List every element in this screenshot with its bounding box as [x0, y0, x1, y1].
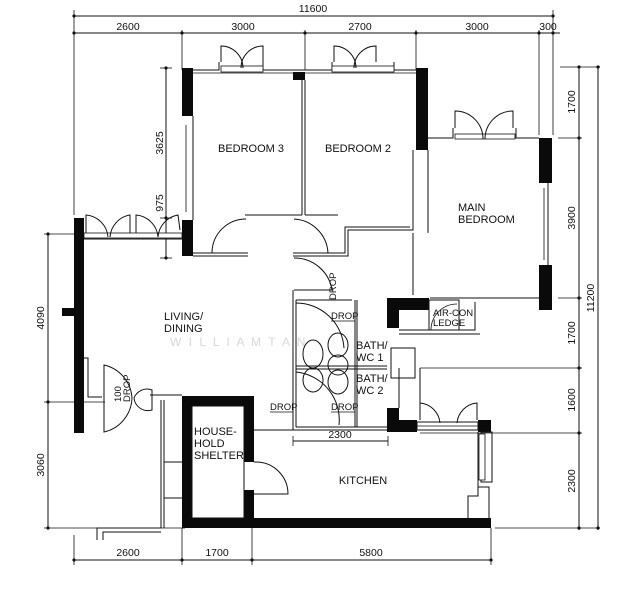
windows	[83, 65, 516, 481]
room-bath-1-line1: BATH/	[356, 340, 389, 352]
room-bath-1-line2: WC 1	[356, 352, 384, 364]
dim-left-3: 4090	[35, 306, 47, 330]
drop-label-bath-2: DROP	[331, 402, 358, 413]
partition-walls	[84, 62, 549, 540]
structural-walls	[62, 68, 552, 528]
dim-internal-bath: 2300	[328, 429, 352, 441]
room-shelter-line3: SHELTER	[194, 450, 244, 462]
room-bath-2-line1: BATH/	[356, 373, 389, 385]
room-aircon-ledge-line2: LEDGE	[433, 318, 465, 329]
room-bath-2-line2: WC 2	[356, 385, 384, 397]
sanitary-fixtures	[302, 332, 349, 395]
dim-top-5: 300	[539, 21, 557, 33]
dim-right-3: 1700	[566, 321, 578, 345]
dim-right-1: 1700	[566, 90, 578, 114]
watermark: W I L L I A M T A N	[170, 335, 307, 349]
dim-right-2: 3900	[566, 206, 578, 230]
dim-right-5: 2300	[566, 469, 578, 493]
room-bedroom-2: BEDROOM 2	[325, 143, 391, 155]
room-main-bedroom-line2: BEDROOM	[458, 214, 515, 226]
dim-top-3: 2700	[348, 21, 372, 33]
dim-top-2: 3000	[231, 21, 255, 33]
room-living-line2: DINING	[164, 323, 203, 335]
dim-right-4: 1600	[566, 388, 578, 412]
dimension-lines	[44, 10, 600, 565]
drop-label-entrance: DROP	[122, 375, 133, 402]
room-labels: BEDROOM 3 BEDROOM 2 MAIN BEDROOM LIVING/…	[164, 143, 515, 487]
room-bedroom-3: BEDROOM 3	[218, 143, 284, 155]
dim-overall-width: 11600	[299, 3, 328, 15]
dim-left-1: 3625	[154, 131, 166, 155]
drop-label-entrance-value: 100	[113, 386, 124, 402]
dimension-labels: 11600 2600 3000 2700 3000 300 2600 1700 …	[35, 3, 597, 559]
room-shelter-line1: HOUSE-	[194, 426, 237, 438]
room-shelter-line2: HOLD	[194, 438, 225, 450]
dim-left-2: 975	[154, 194, 166, 212]
drop-label-corridor: DROP	[328, 273, 339, 300]
drop-annotations: DROP DROP DROP DROP 100 DROP	[113, 273, 358, 413]
dim-top-1: 2600	[116, 21, 140, 33]
room-main-bedroom-line1: MAIN	[458, 202, 486, 214]
room-kitchen: KITCHEN	[339, 475, 387, 487]
dim-overall-depth: 11200	[585, 284, 597, 313]
dim-bottom-3: 5800	[359, 547, 383, 559]
room-living-line1: LIVING/	[164, 311, 204, 323]
room-aircon-ledge-line1: AIR-CON	[433, 308, 473, 319]
dim-bottom-2: 1700	[205, 547, 229, 559]
drop-label-living: DROP	[270, 402, 297, 413]
dim-left-4: 3060	[35, 453, 47, 477]
drop-label-bath-1: DROP	[331, 311, 358, 322]
dim-top-4: 3000	[465, 21, 489, 33]
dim-bottom-1: 2600	[116, 547, 140, 559]
